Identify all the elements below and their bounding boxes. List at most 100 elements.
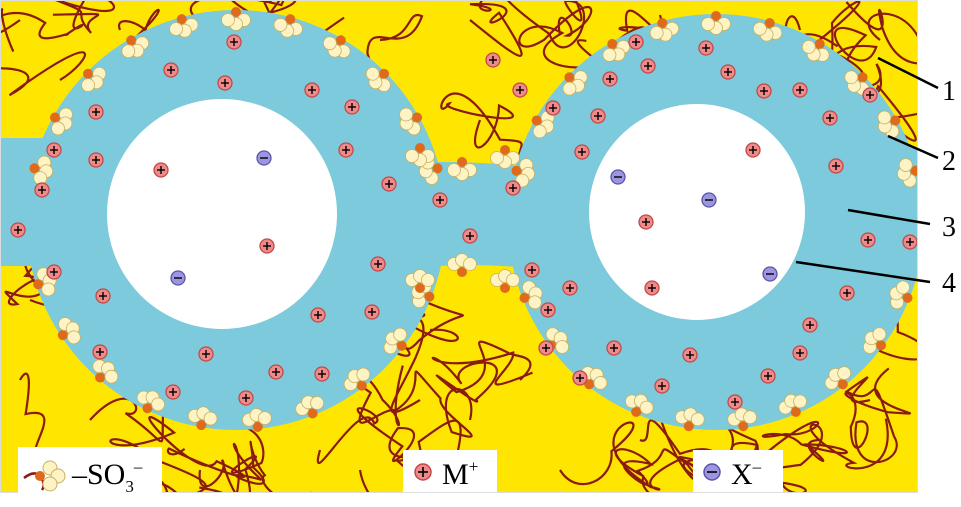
cation — [88, 104, 104, 120]
cation — [163, 62, 179, 78]
cation — [238, 390, 254, 406]
sulfonate-cluster — [405, 269, 435, 293]
polymer-chain — [0, 8, 86, 97]
sulfonate-cluster — [121, 35, 150, 59]
sulfonate-cluster — [221, 7, 251, 31]
cation — [792, 345, 808, 361]
sulfonate-cluster — [365, 66, 391, 93]
cation — [545, 100, 561, 116]
sulfonate-cluster — [545, 327, 570, 354]
cation — [540, 302, 556, 318]
sulfonate-cluster — [447, 253, 477, 277]
anion-icon — [703, 463, 721, 481]
cation — [590, 108, 606, 124]
callout-line-4 — [795, 260, 931, 284]
cation — [338, 142, 354, 158]
polymer-chain — [844, 367, 912, 464]
sulfonate-cluster — [50, 107, 73, 136]
cation — [792, 82, 808, 98]
cation — [10, 222, 26, 238]
callout-label-4: 4 — [942, 268, 956, 299]
cation — [862, 87, 878, 103]
callout-label-1: 1 — [942, 76, 956, 107]
cation — [839, 285, 855, 301]
anion — [701, 192, 717, 208]
cation — [46, 142, 62, 158]
cation — [720, 64, 736, 80]
cation — [572, 370, 588, 386]
sulfonate-cluster — [877, 110, 901, 139]
sulfonate-cluster — [343, 367, 371, 392]
callout-line-1 — [877, 56, 939, 90]
legend: –SO3– M+ X– — [18, 447, 783, 496]
sulfonate-cluster — [862, 327, 887, 354]
sulfonate-groups — [29, 7, 918, 432]
cation — [505, 180, 521, 196]
anion — [762, 266, 778, 282]
polymer-chain — [845, 1, 918, 65]
cation — [370, 256, 386, 272]
cation — [95, 288, 111, 304]
cation — [217, 75, 233, 91]
cation — [682, 347, 698, 363]
callout-lines — [795, 56, 939, 284]
cation — [822, 110, 838, 126]
cation — [381, 176, 397, 192]
cation — [268, 364, 284, 380]
cation — [644, 280, 660, 296]
cation — [745, 142, 761, 158]
sulfonate-cluster — [801, 39, 830, 62]
sulfonate-cluster — [405, 143, 435, 167]
cation — [364, 304, 380, 320]
anion — [170, 270, 186, 286]
cation — [606, 340, 622, 356]
sulfonate-cluster — [889, 280, 913, 310]
cation — [654, 378, 670, 394]
cation — [92, 344, 108, 360]
sulfonate-cluster — [727, 407, 757, 432]
cation — [304, 82, 320, 98]
cation — [727, 394, 743, 410]
cation — [628, 34, 644, 50]
left-pore — [107, 99, 337, 329]
polymer-chain — [199, 440, 370, 493]
sulfonate-cluster — [92, 359, 119, 384]
callout-line-2 — [887, 134, 939, 160]
cation — [485, 52, 501, 68]
ions — [10, 34, 918, 410]
polymer-chain — [344, 365, 473, 438]
anion — [256, 150, 272, 166]
cation — [88, 152, 104, 168]
cation — [314, 366, 330, 382]
cation-icon — [414, 463, 432, 481]
callout-label-3: 3 — [942, 212, 956, 243]
cation — [512, 82, 528, 98]
sulfonate-cluster — [896, 158, 918, 188]
callout-label-2: 2 — [942, 146, 956, 177]
right-pore — [589, 104, 805, 320]
cation — [760, 368, 776, 384]
polymer-chain — [431, 340, 533, 403]
cation — [34, 182, 50, 198]
cation — [259, 238, 275, 254]
cation — [638, 214, 654, 230]
figure-frame — [0, 0, 918, 493]
sulfonate-cluster — [562, 70, 588, 96]
sulfonate-cluster — [778, 393, 807, 417]
polymer-chain — [109, 416, 246, 493]
cation — [524, 262, 540, 278]
cation — [802, 317, 818, 333]
legend-label-anion: X– — [731, 457, 762, 491]
sulfonate-cluster — [29, 155, 54, 185]
sulfonate-cluster — [824, 366, 852, 390]
cation — [828, 158, 844, 174]
anion — [610, 169, 626, 185]
sulfonate-cluster — [169, 14, 199, 38]
sulfonate-cluster — [399, 107, 422, 136]
sulfonate-cluster — [57, 317, 81, 345]
sulfonate-cluster — [295, 395, 324, 419]
sulfonate-cluster — [701, 11, 731, 35]
cation — [698, 40, 714, 56]
sulfonate-cluster — [187, 406, 218, 431]
